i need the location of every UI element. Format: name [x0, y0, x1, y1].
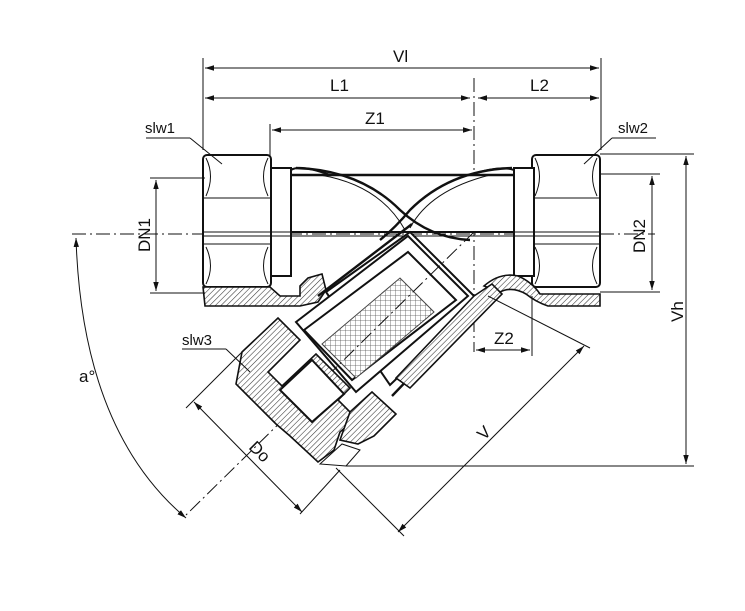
label-do: Do [245, 437, 274, 466]
dimension-dn1 [150, 177, 205, 294]
label-l1: L1 [330, 76, 349, 95]
label-slw2: slw2 [618, 120, 648, 137]
lower-section-left [202, 273, 327, 307]
label-slw1: slw1 [145, 120, 175, 137]
dimension-z1 [269, 124, 472, 158]
left-hex-nut [202, 154, 272, 288]
dimension-angle [73, 237, 187, 519]
label-dn2: DN2 [630, 219, 649, 253]
dimension-do [185, 347, 341, 515]
label-z2: Z2 [494, 329, 514, 348]
right-hex-nut [531, 154, 601, 288]
label-z1: Z1 [365, 109, 385, 128]
filter-mesh [321, 277, 435, 379]
leader-slw2 [583, 137, 656, 165]
right-pipe-neck [513, 167, 535, 277]
label-vl: Vl [393, 47, 408, 66]
label-angle: a° [79, 367, 95, 386]
lower-section-right [482, 274, 601, 307]
label-slw3: slw3 [182, 332, 212, 349]
leader-slw1 [146, 137, 223, 165]
label-l2: L2 [530, 76, 549, 95]
leader-slw3 [182, 348, 251, 373]
label-vh: Vh [668, 301, 687, 322]
label-v: V [473, 422, 495, 444]
dimension-vl [202, 58, 602, 150]
dimension-v [335, 295, 591, 537]
left-pipe-neck [270, 167, 292, 277]
dimension-dn2 [600, 173, 660, 293]
label-dn1: DN1 [135, 218, 154, 252]
